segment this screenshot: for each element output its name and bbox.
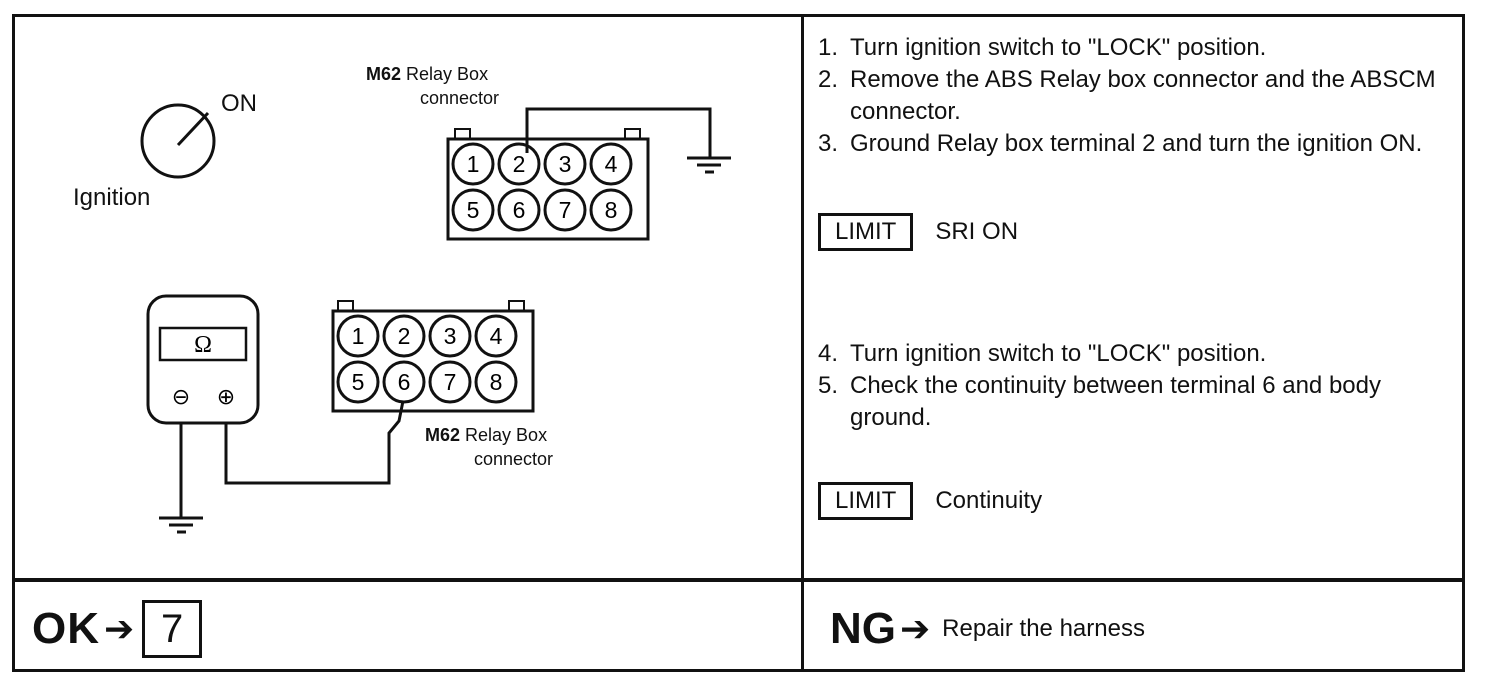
step-text: Ground Relay box terminal 2 and turn the… [850,130,1423,157]
bottom-terminal-label: 2 [398,323,411,349]
limit-b: LIMIT Continuity [818,482,1042,520]
bottom-connector-id: M62 [425,425,461,445]
bottom-connector-label-line2: connector [474,449,554,469]
bottom-terminal-4: 4 [474,314,518,358]
top-terminal-label: 4 [605,151,618,177]
step-text: Remove the ABS Relay box connector and t… [850,66,1436,125]
limit-a: LIMIT SRI ON [818,213,1018,251]
ng-arrow-icon: ➔ [900,608,931,649]
step-item: 2. Remove the ABS Relay box connector an… [818,64,1463,128]
limit-a-label: LIMIT [818,213,914,251]
bottom-terminal-label: 3 [444,323,457,349]
top-terminal-7: 7 [543,188,587,232]
step-item: 5. Check the continuity between terminal… [818,370,1463,434]
step-number: 5. [818,372,839,399]
step-number: 4. [818,340,839,367]
top-terminal-label: 2 [513,151,526,177]
ok-result: OK ➔ 7 [32,600,203,658]
top-terminal-label: 6 [513,197,526,223]
ng-action: Repair the harness [942,615,1145,642]
step-item: 1. Turn ignition switch to "LOCK" positi… [818,32,1463,64]
top-terminal-8: 8 [589,188,633,232]
step-number: 1. [818,34,839,61]
step-number: 2. [818,66,839,93]
top-terminal-1: 1 [451,142,495,186]
limit-b-value: Continuity [935,487,1043,514]
top-terminal-3: 3 [543,142,587,186]
bottom-terminal-6: 6 [382,360,426,404]
top-terminal-5: 5 [451,188,495,232]
steps-group-a: 1. Turn ignition switch to "LOCK" positi… [818,32,1463,160]
bottom-terminal-label: 5 [352,369,365,395]
bottom-terminal-2: 2 [382,314,426,358]
bottom-terminal-5: 5 [336,360,380,404]
ground-lead-wire [525,107,712,157]
bottom-terminal-label: 6 [398,369,411,395]
top-connector-id: M62 [366,64,402,84]
wiring-diagram: 1 2 3 4 5 6 7 8 Ω ⊖ ⊕ 1 2 3 4 5 6 7 8 [140,103,731,534]
ignition-label: Ignition [73,184,151,211]
svg-text:⊖: ⊖ [172,385,190,410]
ng-result: NG ➔ Repair the harness [830,604,1145,654]
ng-label: NG [830,604,896,653]
top-terminal-label: 7 [559,197,572,223]
step-text: Turn ignition switch to "LOCK" position. [850,34,1267,61]
bottom-terminal-label: 1 [352,323,365,349]
top-connector-label-line2: connector [420,88,500,108]
top-relay-connector: 1 2 3 4 5 6 7 8 [446,128,650,241]
bottom-connector-label: M62 Relay Box [425,425,547,446]
ok-next-step[interactable]: 7 [142,600,203,658]
step-text: Check the continuity between terminal 6 … [850,372,1381,431]
bottom-terminal-7: 7 [428,360,472,404]
top-connector-label: M62 Relay Box [366,64,488,85]
top-terminal-label: 1 [467,151,480,177]
step-number: 3. [818,130,839,157]
meter-probe-lead [224,400,405,485]
step-item: 3. Ground Relay box terminal 2 and turn … [818,128,1463,160]
top-terminal-4: 4 [589,142,633,186]
top-terminal-6: 6 [497,188,541,232]
ohmmeter-icon: Ω ⊖ ⊕ [146,294,260,425]
top-connector-name: Relay Box [406,64,489,84]
bottom-connector-name: Relay Box [465,425,548,445]
step-item: 4. Turn ignition switch to "LOCK" positi… [818,338,1463,370]
top-terminal-label: 8 [605,197,618,223]
top-terminal-label: 3 [559,151,572,177]
limit-b-label: LIMIT [818,482,914,520]
bottom-terminal-3: 3 [428,314,472,358]
bottom-relay-connector: 1 2 3 4 5 6 7 8 [331,300,535,413]
bottom-terminal-1: 1 [336,314,380,358]
top-terminal-2: 2 [497,142,541,186]
svg-text:⊕: ⊕ [217,385,235,410]
bottom-terminal-8: 8 [474,360,518,404]
meter-ground-symbol-icon [159,516,203,534]
ignition-switch-icon [140,103,216,179]
ground-symbol-icon [687,156,731,174]
ok-arrow-icon: ➔ [104,608,135,649]
procedure-frame [12,14,1465,672]
limit-a-value: SRI ON [935,218,1019,245]
ok-label: OK [32,604,100,653]
bottom-terminal-label: 7 [444,369,457,395]
svg-text:Ω: Ω [194,332,212,358]
result-divider [12,578,1465,582]
top-terminal-label: 5 [467,197,480,223]
bottom-terminal-label: 8 [490,369,503,395]
steps-group-b: 4. Turn ignition switch to "LOCK" positi… [818,338,1463,434]
ignition-on-label: ON [221,90,257,117]
column-divider [801,14,804,672]
step-text: Turn ignition switch to "LOCK" position. [850,340,1267,367]
bottom-terminal-label: 4 [490,323,503,349]
